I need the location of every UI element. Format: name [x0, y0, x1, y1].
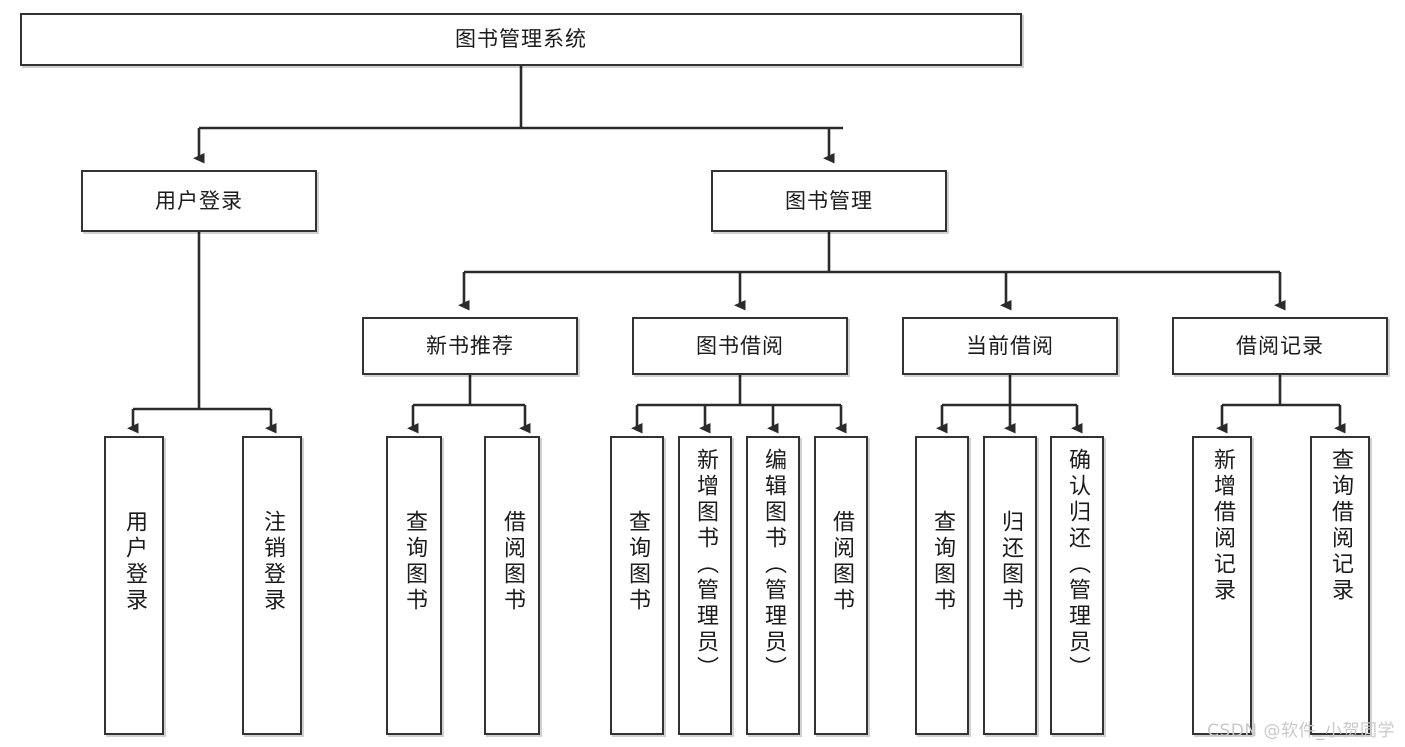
node-book-management-system[interactable]: 图书管理系统: [20, 13, 1022, 66]
node-label: 用户登录: [155, 188, 243, 213]
node-user-login[interactable]: 用户登录: [81, 170, 317, 232]
node-book-management[interactable]: 图书管理: [711, 170, 947, 232]
leaf-return-book[interactable]: 归还图书: [983, 436, 1037, 735]
node-borrow-record[interactable]: 借阅记录: [1172, 317, 1388, 375]
node-label: 确认归还（管理员）: [1065, 448, 1090, 682]
leaf-user-login[interactable]: 用户登录: [104, 436, 164, 735]
node-label: 新书推荐: [426, 333, 514, 358]
leaf-add-borrow-record[interactable]: 新增借阅记录: [1192, 436, 1252, 735]
node-label: 查询图书: [402, 510, 427, 614]
watermark: CSDN @软件_小贺同学: [1207, 721, 1395, 741]
node-label: 图书管理系统: [455, 27, 587, 52]
leaf-edit-book-admin[interactable]: 编辑图书（管理员）: [746, 436, 800, 735]
node-label: 归还图书: [998, 510, 1023, 614]
leaf-borrow-book-1[interactable]: 借阅图书: [484, 436, 540, 735]
node-label: 用户登录: [122, 510, 147, 614]
node-label: 新增图书（管理员）: [693, 448, 718, 682]
node-label: 查询借阅记录: [1328, 448, 1353, 604]
leaf-query-borrow-record[interactable]: 查询借阅记录: [1310, 436, 1370, 735]
leaf-query-book-3[interactable]: 查询图书: [915, 436, 969, 735]
node-label: 编辑图书（管理员）: [761, 448, 786, 682]
leaf-borrow-book-2[interactable]: 借阅图书: [814, 436, 868, 735]
leaf-logout-login[interactable]: 注销登录: [242, 436, 302, 735]
leaf-query-book-2[interactable]: 查询图书: [610, 436, 664, 735]
node-label: 新增借阅记录: [1210, 448, 1235, 604]
node-new-book-recommend[interactable]: 新书推荐: [362, 317, 578, 375]
leaf-confirm-return-admin[interactable]: 确认归还（管理员）: [1050, 436, 1104, 735]
node-label: 借阅图书: [500, 510, 525, 614]
node-label: 查询图书: [625, 510, 650, 614]
node-label: 借阅图书: [829, 510, 854, 614]
node-label: 图书管理: [785, 188, 873, 213]
node-label: 当前借阅: [966, 333, 1054, 358]
leaf-query-book-1[interactable]: 查询图书: [386, 436, 442, 735]
node-label: 图书借阅: [696, 333, 784, 358]
node-current-borrow[interactable]: 当前借阅: [902, 317, 1118, 375]
node-book-borrow[interactable]: 图书借阅: [632, 317, 848, 375]
leaf-add-book-admin[interactable]: 新增图书（管理员）: [678, 436, 732, 735]
node-label: 借阅记录: [1236, 333, 1324, 358]
node-label: 注销登录: [260, 510, 285, 614]
node-label: 查询图书: [930, 510, 955, 614]
